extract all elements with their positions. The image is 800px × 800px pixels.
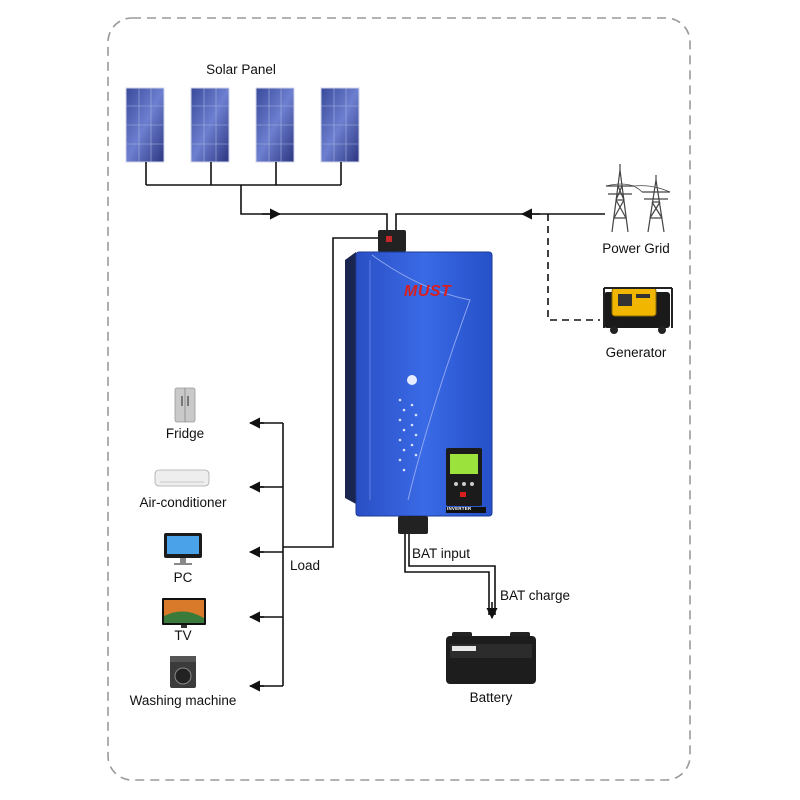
battery-wiring: [404, 534, 496, 615]
air-conditioner-icon: [154, 469, 210, 487]
inverter-badge: INVERTER: [447, 506, 472, 511]
power-grid-label: Power Grid: [602, 241, 670, 256]
power-tower-icon: [605, 164, 671, 233]
air-conditioner-label: Air-conditioner: [139, 495, 227, 510]
load-wiring: [255, 237, 378, 687]
tv-icon: [162, 598, 206, 628]
battery-label: Battery: [469, 690, 513, 705]
grid-wiring: [395, 213, 605, 232]
solar-panel-icon: [125, 87, 360, 163]
pc-icon: [164, 533, 202, 565]
bat-input-label: BAT input: [412, 546, 471, 561]
solar-wiring: [145, 162, 388, 232]
system-boundary: [107, 17, 691, 781]
tv-label: TV: [174, 628, 192, 643]
bat-charge-label: BAT charge: [500, 588, 571, 603]
generator-label: Generator: [605, 345, 667, 360]
washing-machine-icon: [170, 656, 196, 688]
pc-label: PC: [173, 570, 193, 585]
load-label: Load: [290, 558, 321, 573]
inverter-brand: MUST: [404, 283, 452, 300]
generator-icon: [603, 287, 673, 334]
battery-icon: [446, 632, 536, 684]
fridge-label: Fridge: [165, 426, 205, 441]
washing-machine-label: Washing machine: [129, 693, 237, 708]
generator-link: [547, 214, 600, 321]
inverter-unit: [345, 230, 493, 534]
solar-panel-label: Solar Panel: [206, 62, 276, 77]
fridge-icon: [174, 387, 196, 423]
lcd-screen: [450, 454, 478, 474]
